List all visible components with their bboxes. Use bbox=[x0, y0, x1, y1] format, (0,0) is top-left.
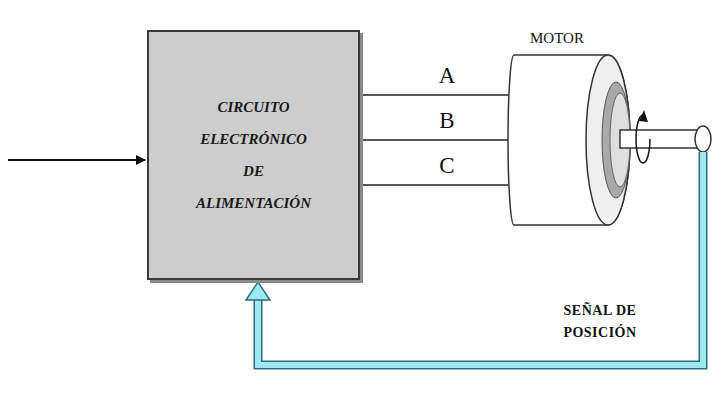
input-arrow bbox=[8, 159, 145, 161]
signal-label: SEÑAL DE POSICIÓN bbox=[535, 300, 665, 344]
power-circuit-box: CIRCUITO ELECTRÓNICO DE ALIMENTACIÓN bbox=[147, 30, 360, 280]
motor-node: MOTOR bbox=[508, 28, 715, 238]
wire-label: A bbox=[439, 63, 456, 89]
wire-label: B bbox=[439, 108, 454, 134]
motor-label: MOTOR bbox=[530, 30, 584, 47]
phase-wire bbox=[360, 184, 508, 186]
arrow-head bbox=[246, 282, 270, 300]
wire-label: C bbox=[439, 153, 454, 179]
motor-body bbox=[508, 55, 711, 225]
phase-wire bbox=[360, 139, 508, 141]
phase-wire bbox=[360, 94, 508, 96]
box-text: CIRCUITO ELECTRÓNICO DE ALIMENTACIÓN bbox=[196, 91, 311, 219]
